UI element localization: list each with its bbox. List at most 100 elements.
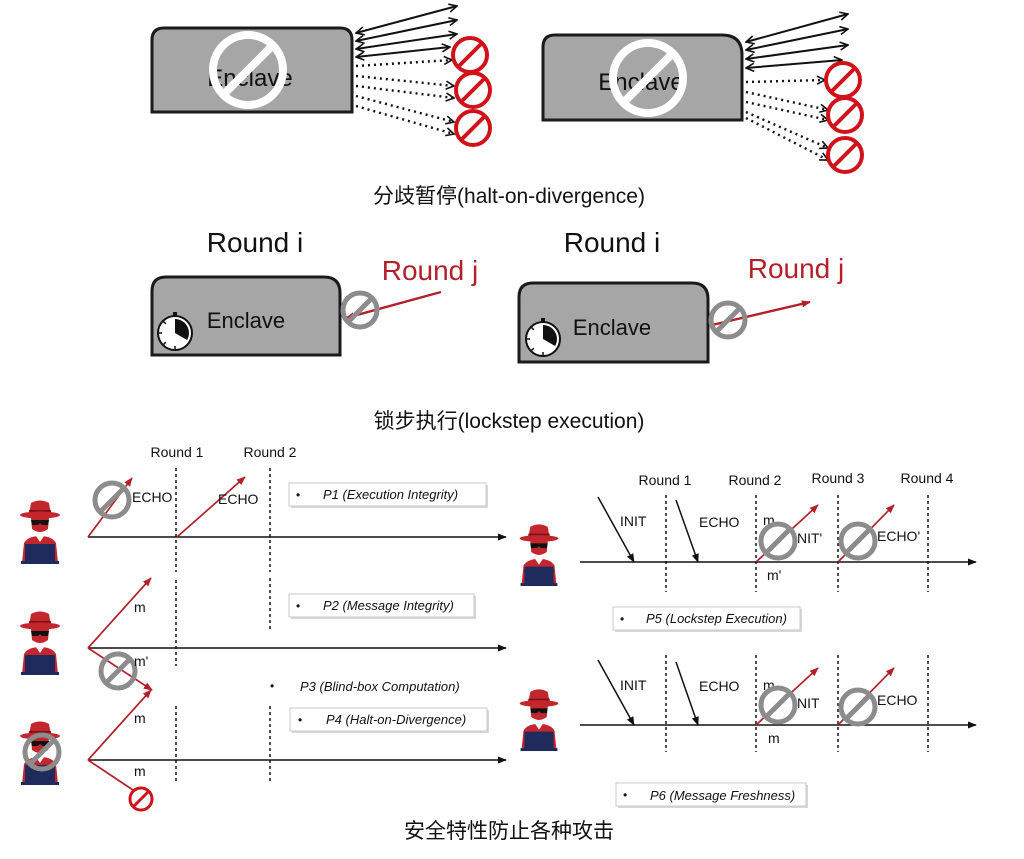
message-arrows [356, 6, 457, 134]
dotted-arrow [745, 90, 828, 110]
round-label: Round 2 [729, 472, 782, 488]
clock-icon-wedge [175, 319, 189, 340]
double-arrow [356, 47, 450, 57]
enclave-box [150, 275, 342, 357]
blocked-icon-slash [844, 527, 872, 555]
protocol-message-arrow [675, 661, 699, 726]
dotted-arrow [355, 84, 454, 98]
bullet: • [620, 612, 624, 626]
message-label: m [134, 599, 146, 615]
bullet: • [296, 488, 300, 502]
dotted-arrow [355, 74, 454, 86]
blocked-icon [758, 685, 798, 725]
message-arrows [745, 14, 848, 162]
enclave-box [517, 281, 710, 364]
dotted-arrow [745, 116, 828, 162]
blocked-icon-slash [220, 42, 276, 98]
property-label: P1 (Execution Integrity) [323, 487, 458, 502]
round-label: Round 1 [639, 472, 692, 488]
protocol-message-arrow [597, 496, 635, 563]
double-arrow [356, 6, 457, 33]
blocked-icon-slash [98, 486, 126, 514]
message-label: m [763, 677, 775, 693]
double-arrow [356, 20, 457, 41]
property-label: P2 (Message Integrity) [323, 598, 454, 613]
blocked-icon [708, 300, 748, 340]
dotted-arrow [745, 110, 828, 148]
protocol-message-arrow [675, 499, 699, 563]
message-label: ECHO [699, 514, 740, 530]
bullet: • [296, 599, 300, 613]
hacker-icon [517, 521, 561, 587]
prohibited-icon-slash [456, 41, 484, 69]
message-label: ECHO [132, 489, 173, 505]
message-label: ECHO [699, 678, 740, 694]
prohibited-icon [128, 786, 154, 812]
round-dividers [175, 468, 271, 782]
property-box-frame [289, 707, 488, 732]
dotted-arrow [745, 100, 828, 120]
blocked-icon-ring [758, 521, 798, 561]
blocked-icon [609, 39, 687, 117]
message-label: m [763, 512, 775, 528]
hacker-icon [18, 497, 62, 565]
round-label: Round 1 [151, 444, 204, 460]
dotted-arrow [355, 104, 454, 134]
clock-icon [157, 312, 193, 351]
prohibited-icon [824, 61, 862, 99]
property-box-frame [612, 606, 801, 631]
prohibited-icon-ring [454, 71, 492, 109]
dotted-arrow [745, 80, 825, 82]
blocked-icon-ring [708, 300, 748, 340]
blocked-icon-slash [764, 527, 792, 555]
attack-message-arrow [176, 476, 246, 538]
prohibited-icon-slash [831, 101, 859, 129]
message-label: m' [134, 653, 148, 669]
enclave-label: Enclave [207, 308, 285, 333]
section-caption: 安全特性防止各种攻击 [404, 820, 614, 843]
property-box-frame [615, 782, 807, 807]
property-box: • P1 (Execution Integrity) [288, 482, 488, 508]
blocked-icon [92, 480, 132, 520]
message-label: ECHO [877, 692, 918, 708]
clock-icon-ticks [527, 327, 544, 355]
blocked-icon-slash [346, 296, 374, 324]
message-label: m' [767, 567, 781, 583]
double-arrow [746, 60, 842, 68]
property-label: P6 (Message Freshness) [650, 788, 795, 803]
property-label: P3 (Blind-box Computation) [300, 679, 460, 694]
property-box: • P4 (Halt-on-Divergence) [289, 707, 489, 733]
lockstep-section: Round i Round j Enclave Round i Round j … [150, 227, 844, 433]
round-label: Round 3 [812, 470, 865, 486]
clock-icon-knob [541, 318, 545, 322]
blocked-icon-slash [764, 691, 792, 719]
message-label: ECHO' [877, 528, 920, 544]
other-round-label: Round j [382, 255, 479, 286]
prohibited-icon [454, 109, 492, 147]
bullet: • [270, 679, 274, 693]
halt-right-panel: Enclave [541, 14, 864, 174]
clock-icon-ticks [159, 321, 176, 349]
lockstep-right-panel: Round i Round j Enclave [517, 227, 844, 364]
round-dividers [665, 495, 929, 752]
round-label: Round 2 [244, 444, 297, 460]
attacks-left-panel: Round 1 Round 2 ECHO ECHO • P1 (Executio… [18, 444, 507, 812]
blocked-icon-ring [92, 480, 132, 520]
double-arrow [746, 14, 848, 42]
dotted-arrow [355, 60, 452, 68]
enclave-box [541, 33, 744, 122]
property-box-frame [288, 593, 475, 618]
blocked-icon-slash [104, 657, 132, 685]
message-label: NIT [797, 695, 820, 711]
prohibited-icon-slash [831, 141, 859, 169]
bullet: • [623, 788, 627, 802]
hacker-icon [517, 686, 561, 752]
round-label: Round i [564, 227, 661, 258]
blocked-icon-slash [620, 50, 676, 106]
prohibited-icon-slash [459, 114, 487, 142]
halt-on-divergence-section: Enclave [150, 6, 864, 208]
blocked-icon-ring [22, 732, 62, 772]
incoming-round-arrow [345, 290, 442, 320]
property-box: • P2 (Message Integrity) [288, 593, 476, 619]
hacker-icon [18, 608, 62, 676]
